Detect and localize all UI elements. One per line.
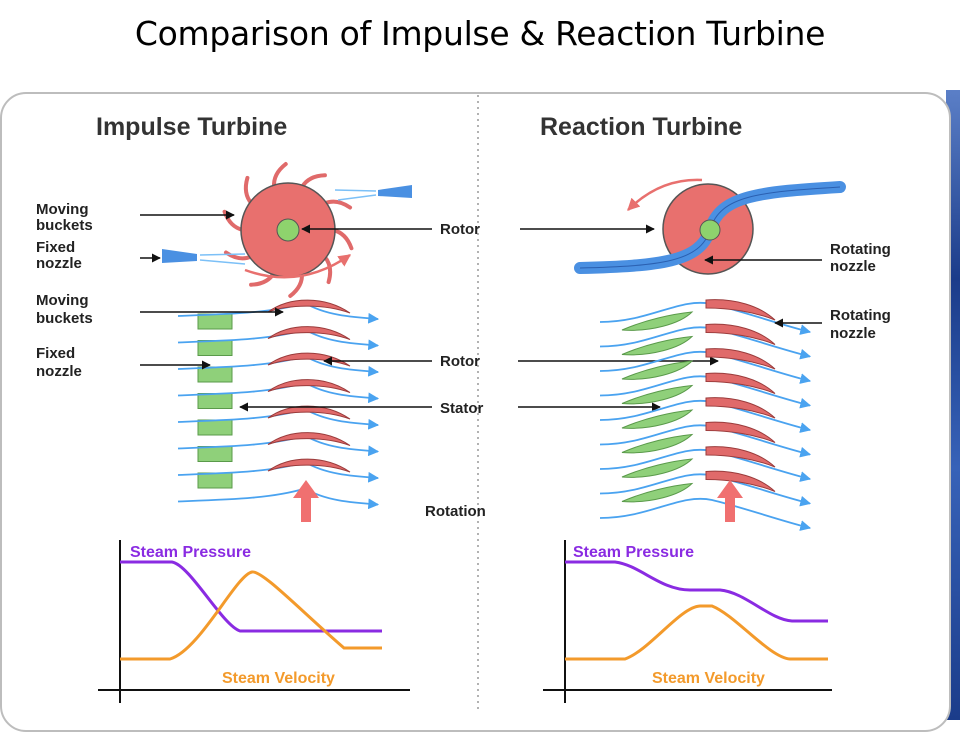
label-rotor-top: Rotor xyxy=(440,221,480,238)
impulse-rotation-up-arrow xyxy=(293,480,319,522)
label-rotating-nozzle-mid-1: Rotating xyxy=(830,307,891,324)
stator-blade xyxy=(621,360,694,380)
rotor-bucket xyxy=(331,228,354,251)
stator-blade xyxy=(197,313,233,330)
impulse-graph: Steam Pressure Steam Velocity xyxy=(98,540,410,703)
label-fixed-nozzle-top-1: Fixed xyxy=(36,239,75,256)
stator-blade xyxy=(621,433,694,454)
label-rotating-nozzle-top-1: Rotating xyxy=(830,241,891,258)
impulse-pressure-label: Steam Pressure xyxy=(130,544,251,561)
stator-blade xyxy=(197,340,233,356)
stator-blade xyxy=(197,366,233,383)
label-rotating-nozzle-top-2: nozzle xyxy=(830,258,876,275)
impulse-rotation-arrow xyxy=(244,253,352,279)
rotating-nozzle-blade xyxy=(705,348,776,370)
moving-bucket-blade xyxy=(267,299,351,314)
moving-bucket-blade xyxy=(267,352,351,367)
stator-blade xyxy=(621,409,694,429)
stator-blade xyxy=(197,446,233,462)
moving-bucket-blade xyxy=(267,326,351,340)
diagram-panel xyxy=(0,92,951,732)
impulse-velocity-label: Steam Velocity xyxy=(222,670,335,687)
rotating-nozzle-blade xyxy=(705,323,776,345)
reaction-rotation-up-arrow xyxy=(717,480,743,522)
stator-blade xyxy=(197,393,233,409)
stator-blade xyxy=(621,482,694,503)
stator-blade xyxy=(197,472,233,489)
slide-title: Comparison of Impulse & Reaction Turbine xyxy=(134,14,826,53)
moving-bucket-blade xyxy=(267,432,351,446)
stator-blade xyxy=(621,384,694,405)
rotating-nozzle-blade xyxy=(705,446,776,468)
reaction-rotor xyxy=(574,181,846,275)
stator-blade xyxy=(621,311,694,331)
rotor-bucket xyxy=(299,173,327,190)
label-rotor-mid: Rotor xyxy=(440,353,480,370)
impulse-fixed-nozzle-top xyxy=(334,185,412,201)
moving-bucket-blade xyxy=(267,405,351,420)
rotating-nozzle-blade xyxy=(705,299,776,321)
reaction-velocity-label: Steam Velocity xyxy=(652,670,765,687)
stator-blade xyxy=(197,419,233,436)
moving-bucket-blade xyxy=(267,458,351,473)
rotating-nozzle-blade xyxy=(705,421,776,443)
reaction-heading: Reaction Turbine xyxy=(540,113,742,141)
label-moving-buckets-top-2: buckets xyxy=(36,217,93,234)
reaction-pressure-curve xyxy=(565,560,828,623)
reaction-velocity-curve xyxy=(565,604,828,661)
rotating-nozzle-blade xyxy=(705,470,776,492)
rotating-nozzle-blade xyxy=(705,372,776,394)
steam-flow-line xyxy=(599,497,812,531)
impulse-heading: Impulse Turbine xyxy=(96,113,287,141)
label-moving-buckets-top-1: Moving xyxy=(36,201,89,218)
rotor-bucket xyxy=(243,175,254,206)
label-rotating-nozzle-mid-2: nozzle xyxy=(830,325,876,342)
label-moving-buckets-mid-1: Moving xyxy=(36,292,89,309)
reaction-blade-cascade xyxy=(599,299,812,531)
impulse-pressure-curve xyxy=(120,560,382,633)
reaction-pressure-label: Steam Pressure xyxy=(573,544,694,561)
label-rotation: Rotation xyxy=(425,503,486,520)
impulse-velocity-curve xyxy=(120,570,382,661)
rotating-nozzle-blade xyxy=(705,397,776,419)
impulse-fixed-nozzle-bottom xyxy=(162,249,246,265)
reaction-graph: Steam Pressure Steam Velocity xyxy=(543,540,832,703)
label-fixed-nozzle-mid-1: Fixed xyxy=(36,345,75,362)
steam-flow-line xyxy=(177,487,380,510)
label-stator: Stator xyxy=(440,400,484,417)
label-moving-buckets-mid-2: buckets xyxy=(36,310,93,327)
label-fixed-nozzle-top-2: nozzle xyxy=(36,255,82,272)
stator-blade xyxy=(621,335,694,356)
impulse-blade-cascade xyxy=(177,299,380,510)
reaction-rotation-arrow xyxy=(627,178,703,211)
stator-blade xyxy=(621,458,694,478)
moving-bucket-blade xyxy=(267,379,351,393)
label-fixed-nozzle-mid-2: nozzle xyxy=(36,363,82,380)
